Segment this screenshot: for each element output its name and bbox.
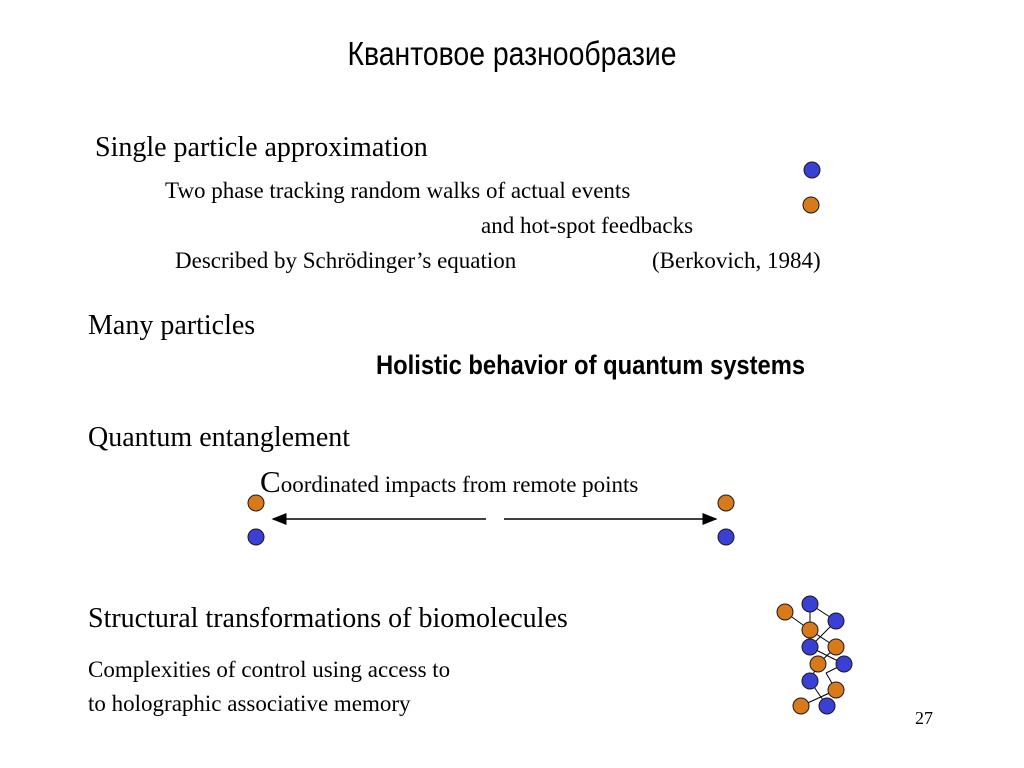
coordinated-rest: oordinated impacts from remote points [280, 472, 639, 497]
chain-orange-1 [776, 603, 794, 621]
particle-blue-right [717, 528, 735, 546]
chain-orange-5 [827, 681, 845, 699]
chain-orange-2 [801, 621, 819, 639]
chain-orange-4 [809, 655, 827, 673]
page-number: 27 [915, 708, 933, 728]
hot-spot-text: and hot-spot feedbacks [481, 213, 694, 238]
citation-text: (Berkovich, 1984) [652, 248, 821, 273]
random-walks-text: Two phase tracking random walks of actua… [165, 178, 631, 203]
particle-orange-left [247, 494, 265, 512]
biomolecules-heading: Structural transformations of biomolecul… [88, 603, 568, 634]
coordinated-initial: C [260, 464, 281, 499]
many-particles-heading: Many particles [88, 310, 256, 341]
chain-blue-1 [801, 595, 819, 613]
coordinated-impacts-text: Coordinated impacts from remote points [260, 464, 638, 500]
particle-blue-left [247, 528, 265, 546]
chain-orange-6 [792, 697, 810, 715]
holographic-memory-text: to holographic associative memory [88, 691, 411, 716]
schrodinger-text: Described by Schrödinger’s equation [175, 248, 517, 273]
slide-title: Квантовое разнообразие [347, 35, 677, 72]
particle-orange-right [717, 494, 735, 512]
chain-blue-6 [818, 697, 836, 715]
holistic-behavior-text: Holistic behavior of quantum systems [376, 350, 806, 380]
chain-blue-5 [801, 672, 819, 690]
chain-blue-4 [835, 655, 853, 673]
particle-blue-single [803, 161, 821, 179]
chain-blue-2 [827, 612, 845, 630]
complexities-text: Complexities of control using access to [88, 657, 451, 682]
single-particle-heading: Single particle approximation [95, 132, 428, 163]
chain-orange-3 [827, 638, 845, 656]
chain-blue-3 [801, 638, 819, 656]
particle-orange-single [802, 196, 820, 214]
entanglement-heading: Quantum entanglement [88, 422, 351, 453]
